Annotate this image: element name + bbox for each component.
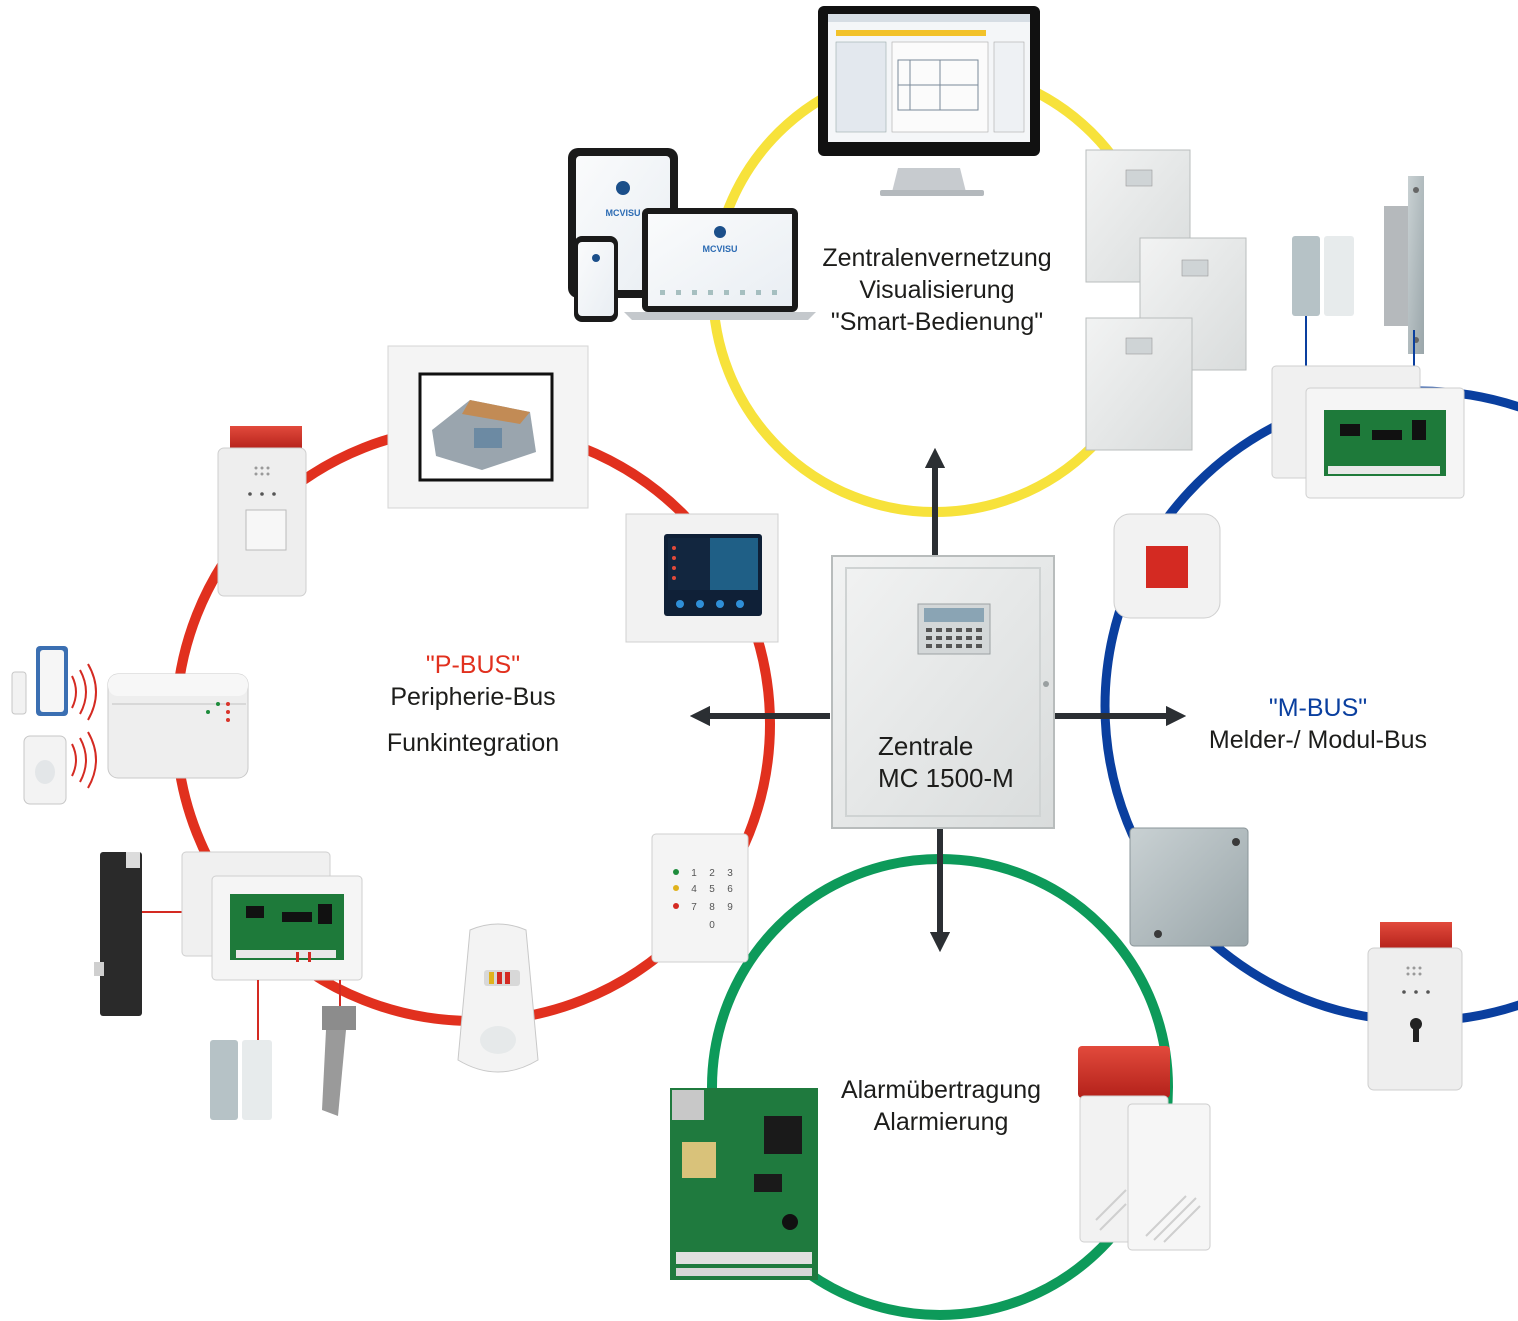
keypad-key-6: 6 (727, 884, 733, 895)
transmission-board-icon (670, 1088, 818, 1280)
mbus-label-line1: Melder-/ Modul-Bus (1208, 726, 1428, 754)
keypad-key-4: 4 (691, 884, 697, 895)
glass-break-contact-icon (322, 1006, 356, 1116)
mbus-keyswitch-siren-icon (1367, 922, 1463, 1091)
networked-cabinets-icon (1085, 149, 1247, 451)
keypad-key-7: 7 (691, 902, 697, 913)
wireless-motion-detector-icon (23, 731, 97, 805)
mbus-magnetic-contact-icon (1292, 236, 1354, 372)
wireless-contact-icon (11, 646, 97, 721)
network-group-label: Zentralenvernetzung Visualisierung "Smar… (800, 242, 1074, 338)
alarm-group-label: Alarmübertragung Alarmierung (828, 1074, 1054, 1138)
keypad-key-8: 8 (709, 902, 715, 913)
mbus-module-board-icon (1271, 365, 1465, 499)
keypad-key-9: 9 (727, 902, 733, 913)
alarm-label-line2: Alarmierung (873, 1108, 1009, 1136)
central-title-line1: Zentrale (878, 731, 974, 761)
touch-panel-frame-icon (387, 345, 589, 509)
pbus-label-line2: Funkintegration (386, 729, 560, 757)
keypad-key-2: 2 (709, 868, 715, 879)
pbus-module-board-icon (181, 851, 363, 1040)
pir-motion-detector-icon (457, 923, 539, 1073)
mbus-group-label: "M-BUS" Melder-/ Modul-Bus (1192, 692, 1444, 756)
keypad-key-0: 0 (709, 920, 715, 931)
magnetic-contact-icon (210, 1040, 272, 1120)
manual-call-point-icon (1113, 513, 1221, 619)
wall-touchscreen-icon (625, 513, 779, 643)
cabinet-3 (1085, 317, 1193, 451)
keypad-key-5: 5 (709, 884, 715, 895)
outdoor-siren-icon (1078, 1046, 1211, 1251)
pbus-group-label: "P-BUS" Peripherie-Bus Funkintegration (360, 650, 586, 772)
junction-box-icon (1129, 827, 1249, 947)
laptop-logo: MCVISU (702, 244, 737, 254)
central-title-line2: MC 1500-M (878, 763, 1014, 793)
keypad-key-1: 1 (691, 868, 697, 879)
siren-keyswitch-box-icon (217, 426, 307, 597)
pbus-name: "P-BUS" (425, 651, 521, 679)
keypad-key-3: 3 (727, 868, 733, 879)
pbus-label-line1: Peripherie-Bus (390, 683, 556, 711)
door-lock-icon (94, 852, 184, 1016)
central-keypad-icon (917, 603, 991, 655)
mbus-name: "M-BUS" (1268, 694, 1368, 722)
network-label-line1: Zentralenvernetzung (822, 244, 1052, 272)
tablet-logo: MCVISU (605, 208, 640, 218)
central-unit-label: Zentrale MC 1500-M (862, 730, 1030, 794)
network-label-line3: "Smart-Bedienung" (830, 308, 1044, 336)
central-panel (831, 555, 1055, 829)
alarm-label-line1: Alarmübertragung (840, 1076, 1042, 1104)
wireless-receiver-icon (107, 673, 249, 779)
monitor-icon (818, 6, 1040, 196)
door-opener-icon (1384, 176, 1424, 372)
connection-arrows (689, 447, 1187, 953)
network-label-line2: Visualisierung (859, 276, 1015, 304)
phone-icon (574, 236, 618, 322)
access-keypad-icon: 1 2 3 4 5 6 7 8 9 0 (651, 833, 749, 963)
laptop-icon: MCVISU (624, 208, 816, 320)
